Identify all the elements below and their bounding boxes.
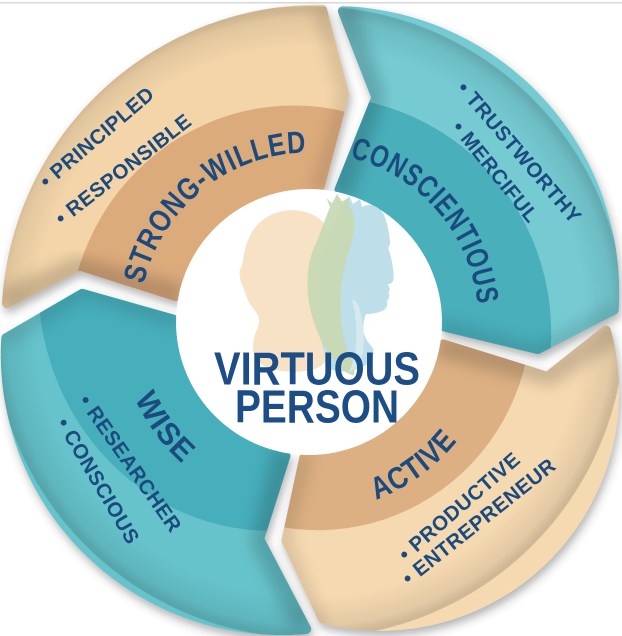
svg-text:VIRTUOUS: VIRTUOUS bbox=[214, 343, 420, 395]
svg-text:PERSON: PERSON bbox=[235, 381, 399, 433]
